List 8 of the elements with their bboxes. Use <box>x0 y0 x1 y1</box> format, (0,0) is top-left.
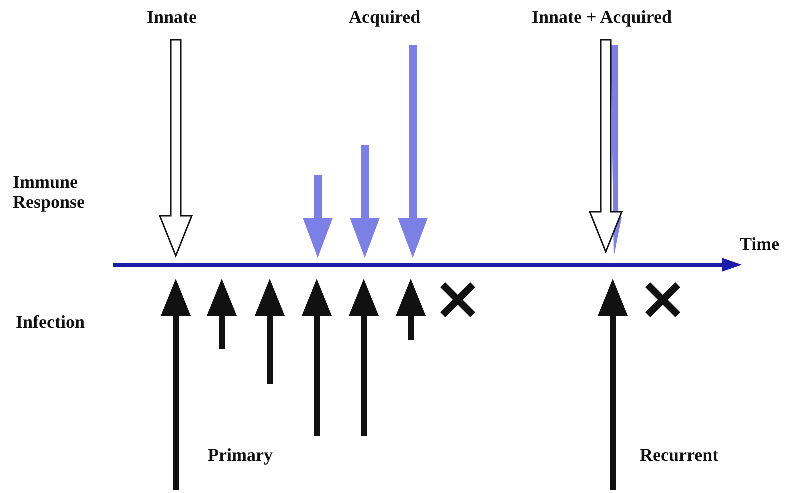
axis-label: Immune Response <box>13 173 86 213</box>
group-label: Primary <box>208 446 273 466</box>
arrow-label: Innate + Acquired <box>532 8 672 28</box>
axis-label: Infection <box>16 313 85 333</box>
axis-label: Time <box>740 235 780 255</box>
arrow-label: Acquired <box>349 8 421 28</box>
arrow-label: Innate <box>147 8 198 28</box>
group-label: Recurrent <box>640 446 719 466</box>
